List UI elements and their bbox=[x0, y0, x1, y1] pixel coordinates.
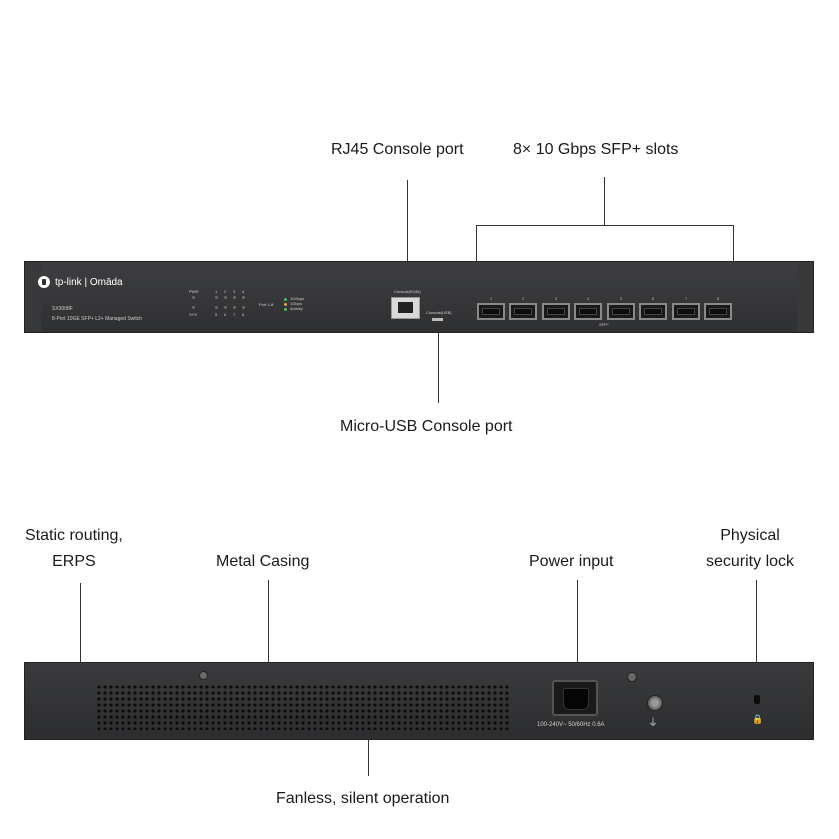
static-routing-line2: ERPS bbox=[52, 553, 96, 570]
power-rating-label: 100-240V~ 50/60Hz 0.6A bbox=[537, 722, 605, 728]
security-lock-line2: security lock bbox=[706, 553, 795, 570]
ventilation-grille bbox=[96, 684, 510, 730]
power-input-callout: Power input bbox=[529, 553, 614, 570]
legend-activity-label: Activity bbox=[290, 306, 303, 311]
micro-usb-console-port[interactable] bbox=[432, 318, 443, 321]
static-routing-callout: Static routing, ERPS bbox=[25, 523, 123, 575]
sfp-port-number: 7 bbox=[685, 296, 688, 301]
micro-usb-callout: Micro-USB Console port bbox=[340, 418, 513, 435]
legend-10g-label: 10Gbps bbox=[290, 296, 305, 301]
port-led bbox=[215, 306, 218, 309]
brand-text: tp-link | Omāda bbox=[55, 276, 123, 288]
sfp-port-number: 6 bbox=[652, 296, 655, 301]
legend-activity-led bbox=[284, 308, 287, 311]
power-input-leader-line bbox=[577, 580, 578, 684]
sfp-slots-callout: 8× 10 Gbps SFP+ slots bbox=[513, 141, 679, 158]
sfp-port-number: 5 bbox=[620, 296, 623, 301]
legend-1g-label: 1Gbps bbox=[290, 301, 302, 306]
port-led bbox=[233, 306, 236, 309]
model-description: 8-Port 10GE SFP+ L2+ Managed Switch bbox=[52, 316, 143, 322]
led-pwr-label: PWR bbox=[189, 289, 199, 294]
led-sys-label: SYS bbox=[189, 312, 198, 317]
sfp-group-label: SFP+ bbox=[599, 322, 610, 327]
security-lock-line1: Physical bbox=[720, 527, 780, 544]
led-col-1-label: 1 bbox=[215, 289, 218, 294]
port-led bbox=[224, 306, 227, 309]
port-led bbox=[215, 296, 218, 299]
sfp-bracket-top bbox=[476, 225, 734, 226]
metal-casing-leader-line bbox=[268, 580, 269, 663]
rear-screw bbox=[627, 672, 637, 682]
rj45-leader-line bbox=[407, 180, 408, 293]
metal-casing-callout: Metal Casing bbox=[216, 553, 310, 570]
sfp-slot-8[interactable] bbox=[704, 303, 732, 320]
static-routing-line1: Static routing, bbox=[25, 527, 123, 544]
model-name: SX3008F bbox=[52, 306, 73, 312]
security-lock-leader-line bbox=[756, 580, 757, 696]
sfp-slot-4[interactable] bbox=[574, 303, 602, 320]
legend-10g-led bbox=[284, 298, 287, 301]
sfp-slot-6[interactable] bbox=[639, 303, 667, 320]
sfp-slot-7[interactable] bbox=[672, 303, 700, 320]
ground-screw bbox=[647, 695, 663, 711]
rj45-console-port[interactable] bbox=[391, 297, 420, 319]
lock-icon: 🔒 bbox=[752, 714, 764, 724]
front-ear-right bbox=[797, 262, 813, 332]
port-led bbox=[242, 296, 245, 299]
console-usb-label: Console(USB) bbox=[426, 310, 452, 315]
sfp-slot-1[interactable] bbox=[477, 303, 505, 320]
fanless-callout: Fanless, silent operation bbox=[276, 790, 450, 807]
rj45-console-callout: RJ45 Console port bbox=[331, 141, 464, 158]
port-led bbox=[233, 296, 236, 299]
console-rj45-label: Console(RJ45) bbox=[394, 289, 421, 294]
port-led bbox=[224, 296, 227, 299]
static-routing-leader-line bbox=[80, 583, 81, 663]
sfp-leader-line bbox=[604, 177, 605, 225]
rear-screw bbox=[199, 671, 208, 680]
led-col-2-label: 2 bbox=[224, 289, 227, 294]
fanless-leader-line bbox=[368, 732, 369, 776]
tp-link-logo-icon bbox=[38, 276, 50, 288]
port-legend-label: Port 1-8: bbox=[259, 302, 275, 307]
sfp-port-number: 4 bbox=[587, 296, 590, 301]
led-col-5-label: 5 bbox=[215, 312, 218, 317]
security-lock-callout: Physical security lock bbox=[706, 523, 794, 575]
led-sys bbox=[192, 306, 195, 309]
sfp-slot-2[interactable] bbox=[509, 303, 537, 320]
led-col-4-label: 4 bbox=[242, 289, 245, 294]
sfp-port-number: 2 bbox=[522, 296, 525, 301]
led-col-8-label: 8 bbox=[242, 312, 245, 317]
sfp-port-number: 3 bbox=[555, 296, 558, 301]
sfp-slot-5[interactable] bbox=[607, 303, 635, 320]
sfp-port-number: 8 bbox=[717, 296, 720, 301]
port-led bbox=[242, 306, 245, 309]
led-col-6-label: 6 bbox=[224, 312, 227, 317]
sfp-port-number: 1 bbox=[490, 296, 493, 301]
ground-icon: ⏚ bbox=[648, 718, 658, 729]
led-pwr bbox=[192, 296, 195, 299]
power-input-socket[interactable] bbox=[552, 680, 598, 716]
security-lock-slot[interactable] bbox=[754, 695, 760, 704]
led-col-3-label: 3 bbox=[233, 289, 236, 294]
brand-logo: tp-link | Omāda bbox=[38, 276, 123, 288]
legend-1g-led bbox=[284, 303, 287, 306]
led-col-7-label: 7 bbox=[233, 312, 236, 317]
usb-leader-line bbox=[438, 323, 439, 403]
sfp-slot-3[interactable] bbox=[542, 303, 570, 320]
front-ear-left bbox=[25, 262, 41, 332]
